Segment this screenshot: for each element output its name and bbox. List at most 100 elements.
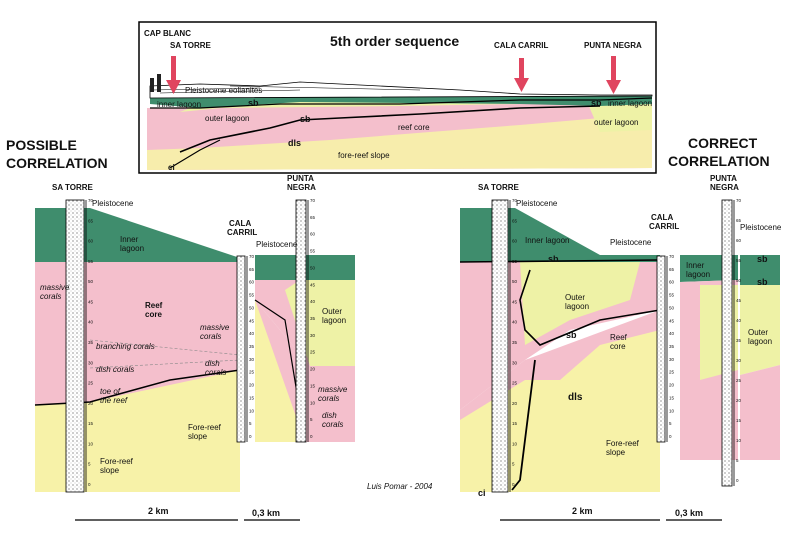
- ruler-tick-label: 20: [736, 398, 742, 403]
- ruler-tick-label: 15: [88, 421, 94, 426]
- left-col-cala-2: CARRIL: [227, 228, 257, 237]
- ruler-tick-label: 0: [736, 478, 739, 483]
- right-col-cala-2: CARRIL: [649, 222, 679, 231]
- ruler-tick-label: 55: [88, 259, 94, 264]
- right-reef-c: [740, 365, 780, 460]
- ruler-tick-label: 40: [249, 331, 255, 336]
- left-lbl-fore-1: Fore-reef: [100, 457, 134, 466]
- left-log-cala-carril: [236, 255, 246, 443]
- left-lbl-outer-2: lagoon: [322, 316, 346, 325]
- right-outer-lagoon-c: [740, 285, 780, 375]
- ruler-tick-label: 50: [669, 305, 675, 310]
- ruler-tick-label: 10: [88, 441, 94, 446]
- ruler-tick-label: 65: [512, 218, 518, 223]
- ruler-ticks: 7065605550454035302520151050706560555045…: [88, 198, 742, 487]
- right-lbl-inner-b-1: Inner: [686, 261, 705, 270]
- ruler-tick-label: 55: [249, 293, 255, 298]
- ruler-tick-label: 45: [88, 299, 94, 304]
- ruler-tick-label: 20: [249, 383, 255, 388]
- right-lbl-pleistocene-b: Pleistocene: [610, 238, 652, 247]
- left-lbl-dish-c-1: dish: [322, 411, 337, 420]
- left-lbl-inner-2: lagoon: [120, 244, 144, 253]
- left-col-punta-2: NEGRA: [287, 183, 316, 192]
- ruler-tick-label: 0: [512, 482, 515, 487]
- left-col-cala-1: CALA: [229, 219, 251, 228]
- right-correlation-panel: CORRECT CORRELATION SA TORRE CALA CARRIL…: [459, 135, 782, 521]
- right-lbl-outer-2: lagoon: [565, 302, 589, 311]
- top-label-sb2: sb: [300, 114, 311, 124]
- left-log-punta-negra: [295, 199, 307, 443]
- ruler-tick-label: 65: [88, 218, 94, 223]
- top-label-sb3: sb: [591, 98, 602, 108]
- left-lbl-massive-1: massive: [40, 283, 70, 292]
- ruler-tick-label: 0: [669, 434, 672, 439]
- ruler-tick-label: 15: [736, 418, 742, 423]
- ruler-tick-label: 0: [310, 434, 313, 439]
- top-label-dls: dls: [288, 138, 301, 148]
- left-lbl-pleistocene-a: Pleistocene: [92, 199, 134, 208]
- ruler-tick-label: 50: [88, 279, 94, 284]
- left-lbl-outer-1: Outer: [322, 307, 342, 316]
- ruler-tick-label: 35: [669, 344, 675, 349]
- ruler-tick-label: 70: [310, 198, 316, 203]
- right-lbl-sb1: sb: [548, 254, 559, 264]
- top-label-outer-lagoon: outer lagoon: [205, 114, 249, 123]
- right-lbl-fore-2: slope: [606, 448, 626, 457]
- ruler-tick-label: 30: [310, 333, 316, 338]
- top-arrows: [166, 56, 621, 94]
- ruler-tick-label: 60: [249, 280, 255, 285]
- ruler-tick-label: 40: [88, 320, 94, 325]
- left-lbl-massive-c-1: massive: [318, 385, 348, 394]
- ruler-tick-label: 35: [736, 338, 742, 343]
- ruler-tick-label: 5: [88, 462, 91, 467]
- ruler-tick-label: 25: [88, 381, 94, 386]
- right-lbl-fore-1: Fore-reef: [606, 439, 640, 448]
- right-col-sa-torre: SA TORRE: [478, 183, 520, 192]
- left-scale-2km: 2 km: [148, 506, 169, 516]
- ruler-tick-label: 5: [736, 458, 739, 463]
- ruler-tick-label: 15: [310, 383, 316, 388]
- credit: Luis Pomar - 2004: [367, 482, 433, 491]
- ruler-tick-label: 70: [512, 198, 518, 203]
- right-log-punta-negra: [721, 199, 733, 487]
- left-lbl-fore-b-2: slope: [188, 432, 208, 441]
- ruler-tick-label: 40: [512, 320, 518, 325]
- left-lbl-dish-b-1: dish: [205, 359, 220, 368]
- ruler-tick-label: 5: [512, 462, 515, 467]
- right-log-cala-carril: [656, 255, 666, 443]
- ruler-tick-label: 25: [310, 350, 316, 355]
- top-loc-cala-carril: CALA CARRIL: [494, 41, 548, 50]
- ruler-tick-label: 10: [512, 441, 518, 446]
- right-col-punta-2: NEGRA: [710, 183, 739, 192]
- right-outer-lagoon: [520, 262, 640, 345]
- ruler-tick-label: 30: [512, 360, 518, 365]
- right-lbl-reef-1: Reef: [610, 333, 628, 342]
- ruler-tick-label: 70: [736, 198, 742, 203]
- left-log-sa-torre: [65, 199, 85, 493]
- ruler-tick-label: 20: [669, 383, 675, 388]
- ruler-tick-label: 15: [512, 421, 518, 426]
- right-lbl-outer-b-2: lagoon: [748, 337, 772, 346]
- ruler-tick-label: 70: [249, 254, 255, 259]
- ruler-tick-label: 0: [88, 482, 91, 487]
- ruler-tick-label: 35: [310, 316, 316, 321]
- ruler-tick-label: 25: [249, 370, 255, 375]
- ruler-tick-label: 35: [249, 344, 255, 349]
- left-col-punta-1: PUNTA: [287, 174, 314, 183]
- ruler-tick-label: 20: [88, 401, 94, 406]
- left-lbl-reef-2: core: [145, 310, 162, 319]
- ruler-tick-label: 60: [310, 232, 316, 237]
- right-lbl-ci: ci: [478, 488, 486, 498]
- ruler-tick-label: 65: [736, 218, 742, 223]
- ruler-tick-label: 30: [88, 360, 94, 365]
- top-label-sb1: sb: [248, 98, 259, 108]
- right-heading-2: CORRELATION: [668, 153, 770, 169]
- right-lbl-inner-lagoon: Inner lagoon: [525, 236, 569, 245]
- top-label-inner-lagoon: inner lagoon: [157, 100, 201, 109]
- ruler-tick-label: 10: [249, 408, 255, 413]
- top-label-ci: ci: [168, 163, 175, 172]
- ruler-tick-label: 45: [736, 298, 742, 303]
- top-label-eolianites: Pleistocene eolianites: [185, 86, 262, 95]
- ruler-tick-label: 25: [512, 381, 518, 386]
- left-lbl-massive-2: corals: [40, 292, 61, 301]
